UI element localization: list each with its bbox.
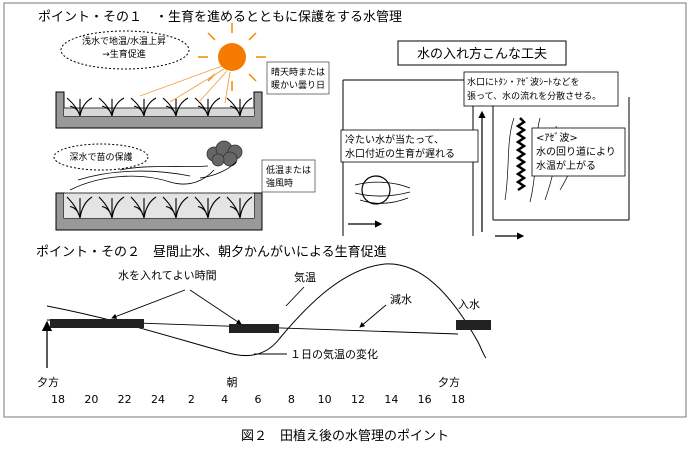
bottom-paddy-field: [55, 192, 263, 231]
right-callout-text: 水口にﾄﾀﾝ・ｱｾﾞ波ｼｰﾄなどを張って、水の流れを分散させる。: [467, 76, 601, 102]
rice-seedling: [66, 196, 93, 219]
hour-tick-label: 18: [451, 393, 465, 406]
cold-water-zone: [361, 175, 391, 205]
irrigation-bar-morning: [229, 324, 279, 333]
top-paddy-field: [55, 91, 263, 129]
left-callout-text: 冷たい水が当たって、水口付近の生育が遅れる: [345, 133, 455, 160]
wind-lines: [69, 161, 237, 191]
label-evening-left: 夕方: [37, 375, 59, 389]
hour-tick-label: 24: [151, 393, 165, 406]
sun-icon: [198, 23, 266, 91]
reduce-arrow: [359, 304, 387, 328]
bottom-note-text: 低温または強風時: [266, 164, 311, 189]
hour-tick-label: 6: [255, 393, 262, 406]
inlet-right-panel: 水口にﾄﾀﾝ・ｱｾﾞ波ｼｰﾄなどを張って、水の流れを分散させる。 <ｱｾﾞ波>水…: [463, 71, 630, 240]
aze-label-text: <ｱｾﾞ波>水の回り道により水温が上がる: [536, 131, 616, 172]
bottom-cloud-label: 深水で苗の保護: [69, 151, 132, 163]
hour-tick-label: 2: [188, 393, 195, 406]
dark-cloud-icon: [206, 140, 243, 167]
label-temp-change: １日の気温の変化: [290, 347, 378, 361]
rice-seedling: [226, 97, 253, 117]
rice-seedlings-bottom: [66, 196, 253, 219]
rice-seedling: [226, 196, 253, 219]
rice-seedling: [130, 97, 157, 117]
top-cloud-label: 浅水で地温/水温上昇→生育促進: [82, 35, 166, 60]
water-inlet-title-box: 水の入れ方こんな工夫: [397, 40, 567, 66]
rice-seedling: [98, 196, 125, 219]
hour-tick-label: 18: [51, 393, 65, 406]
water-time-arrow: [111, 289, 186, 319]
irrigation-bar-inflow: [456, 320, 491, 330]
bottom-note: 低温または強風時: [261, 159, 316, 193]
sun-rays: [139, 65, 231, 104]
figure-caption: 図２ 田植え後の水管理のポイント: [241, 429, 449, 444]
point2-title: ポイント・その２ 昼間止水、朝夕かんがいによる生育促進: [36, 244, 387, 260]
hour-tick-label: 4: [221, 393, 228, 406]
rice-seedling: [98, 97, 125, 117]
rice-seedling: [162, 196, 189, 219]
bottom-cloud: 深水で苗の保護: [53, 143, 149, 171]
label-inflow: 入水: [458, 298, 480, 311]
top-cloud: 浅水で地温/水温上昇→生育促進: [60, 30, 190, 70]
label-reduce: 減水: [390, 292, 412, 306]
aze-nami-sheet: [515, 117, 527, 192]
label-water-time: 水を入れてよい時間: [118, 269, 217, 282]
rice-seedlings-top: [66, 97, 253, 117]
label-morning: 朝: [227, 376, 238, 389]
top-note-text: 晴天時または暖かい曇り日: [271, 66, 325, 91]
hour-tick-label: 10: [318, 393, 332, 406]
hour-tick-label: 12: [351, 393, 365, 406]
rice-seedling: [194, 196, 221, 219]
water-time-arrow-2: [189, 289, 242, 325]
rice-seedling: [194, 97, 221, 117]
air-temperature-curve: [46, 263, 487, 359]
rice-seedling: [162, 97, 189, 117]
label-air-temp: 気温: [294, 270, 316, 284]
top-note: 晴天時または暖かい曇り日: [266, 61, 330, 95]
label-evening-right: 夕方: [438, 375, 460, 389]
point1-title: ポイント・その１ ・生育を進めるとともに保護をする水管理: [38, 9, 402, 25]
irrigation-bar-evening: [50, 319, 144, 328]
hour-tick-label: 14: [384, 393, 398, 406]
rice-seedling: [130, 196, 157, 219]
hour-tick-label: 22: [118, 393, 132, 406]
figure-border: [3, 2, 687, 418]
inlet-left-panel: 冷たい水が当たって、水口付近の生育が遅れる: [340, 79, 479, 236]
water-inlet-title: 水の入れ方こんな工夫: [417, 46, 547, 62]
rice-seedling: [66, 97, 93, 117]
air-temp-pointer: [285, 286, 305, 307]
hour-tick-label: 8: [288, 393, 295, 406]
hour-tick-label: 16: [418, 393, 432, 406]
hour-tick-label: 20: [84, 393, 98, 406]
